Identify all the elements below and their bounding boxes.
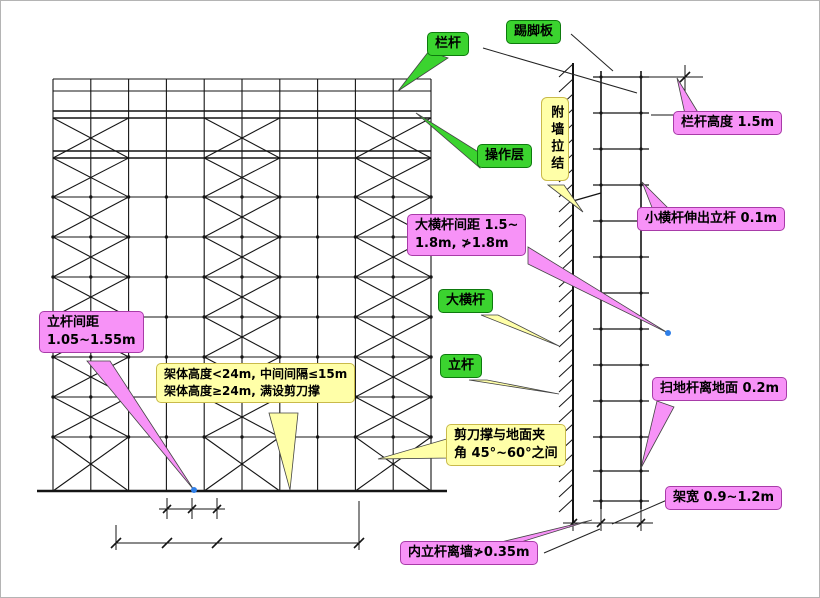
scissor-brace-line2: 角 45°~60°之间 [454,446,558,462]
pole-spacing-line2: 1.05~1.55m [47,333,136,349]
leader-endpoint-dot [191,487,197,493]
small-crossbar-leader [641,181,671,211]
inner-pole-leader-line [543,528,601,554]
sweep-bar-leader [640,400,675,469]
scissor-brace-line1: 剪刀撑与地面夹 [454,428,546,443]
pole-label: 立杆 [440,354,483,379]
frame-height-rule-line2: 架体高度≥24m, 满设剪刀撑 [164,383,320,398]
frame-height-rule-line1: 架体高度<24m, 中间间隔≤15m [164,367,348,381]
frame-height-rule-label: 架体高度<24m, 中间间隔≤15m 架体高度≥24m, 满设剪刀撑 [156,363,356,403]
scissor-brace-leader [377,437,451,460]
longitudinal-spacing-leader [527,246,669,334]
pole-spacing-line1: 立杆间距 [47,315,100,330]
railing-height-label: 栏杆高度 1.5m [673,111,783,136]
operation-layer-label: 操作层 [477,144,533,169]
longitudinal-bar-leader [480,314,560,347]
inner-pole-label: 内立杆离墙≯0.35m [400,541,538,566]
railing-leader [397,50,449,92]
longitudinal-spacing-label: 大横杆间距 1.5~ 1.8m, ≯1.8m [407,214,527,257]
frame-height-leader [268,412,299,491]
wall-tie-leader [546,184,584,213]
scissor-brace-label: 剪刀撑与地面夹 角 45°~60°之间 [446,424,566,467]
sweep-bar-label: 扫地杆离地面 0.2m [652,377,788,402]
wall-tie-label: 附墙拉结 [541,97,570,181]
frame-width-leader-line [611,499,668,525]
railing-side-leader-line [482,47,638,94]
toeboard-label: 踢脚板 [506,20,562,45]
longitudinal-bar-label: 大横杆 [438,289,494,314]
pole-spacing-label: 立杆间距 1.05~1.55m [39,311,144,354]
railing-label: 栏杆 [427,32,470,57]
pole-spacing-leader [86,360,195,491]
leader-endpoint-dot [665,330,671,336]
operation-layer-leader [415,112,481,169]
frame-width-label: 架宽 0.9~1.2m [665,486,783,511]
longitudinal-spacing-line1: 大横杆间距 1.5~ [415,218,519,233]
longitudinal-spacing-line2: 1.8m, ≯1.8m [415,236,509,252]
pole-leader [468,379,560,395]
toeboard-leader-line [570,33,614,72]
small-crossbar-label: 小横杆伸出立杆 0.1m [637,207,786,232]
